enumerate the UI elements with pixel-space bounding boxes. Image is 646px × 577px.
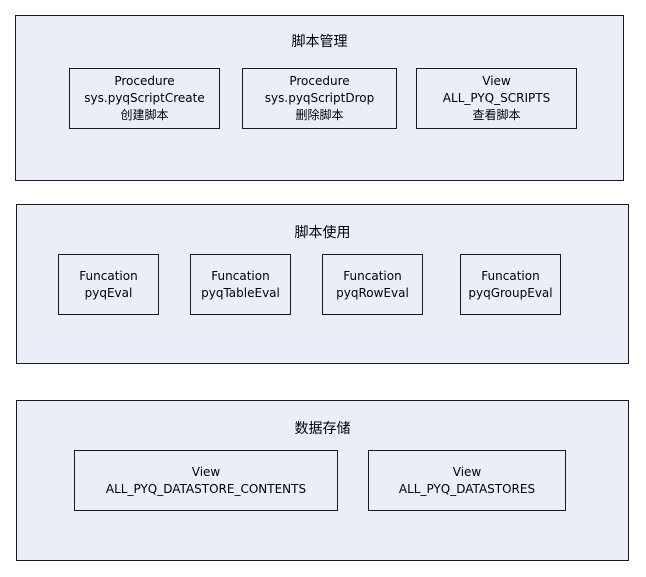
- pyq-eval-box: Funcation pyqEval: [58, 254, 159, 315]
- box-line: sys.pyqScriptDrop: [264, 91, 375, 105]
- pyq-table-eval-box: Funcation pyqTableEval: [190, 254, 291, 315]
- panel-title: 脚本使用: [294, 225, 351, 241]
- box-line: View: [452, 464, 482, 479]
- box-line: Funcation: [211, 268, 270, 283]
- box-line: ALL_PYQ_DATASTORES: [398, 481, 536, 496]
- data-storage-panel: 数据存储 View ALL_PYQ_DATASTORE_CONTENTS Vie…: [16, 400, 629, 561]
- panel-title: 数据存储: [294, 421, 351, 437]
- pyq-script-create-box: Procedure sys.pyqScriptCreate 创建脚本: [69, 68, 220, 129]
- all-pyq-datastore-contents-box: View ALL_PYQ_DATASTORE_CONTENTS: [74, 450, 338, 511]
- box-line: Funcation: [343, 268, 402, 283]
- panel-title: 脚本管理: [291, 34, 348, 50]
- box-line: View: [482, 74, 511, 88]
- pyq-group-eval-box: Funcation pyqGroupEval: [460, 254, 561, 315]
- all-pyq-scripts-box: View ALL_PYQ_SCRIPTS 查看脚本: [416, 68, 577, 129]
- box-line: 查看脚本: [472, 108, 521, 122]
- box-line: ALL_PYQ_DATASTORE_CONTENTS: [105, 481, 307, 496]
- script-usage-panel: 脚本使用 Funcation pyqEval Funcation pyqTabl…: [16, 204, 629, 364]
- box-line: Procedure: [289, 74, 350, 88]
- box-line: 创建脚本: [120, 108, 169, 122]
- box-line: pyqGroupEval: [468, 285, 553, 300]
- script-management-panel: 脚本管理 Procedure sys.pyqScriptCreate 创建脚本 …: [15, 15, 624, 181]
- box-line: ALL_PYQ_SCRIPTS: [442, 91, 551, 105]
- box-line: 删除脚本: [295, 108, 344, 122]
- box-line: pyqRowEval: [336, 285, 409, 300]
- box-line: Funcation: [79, 268, 138, 283]
- box-line: Funcation: [481, 268, 540, 283]
- pyq-script-drop-box: Procedure sys.pyqScriptDrop 删除脚本: [242, 68, 397, 129]
- box-line: pyqEval: [84, 285, 133, 300]
- box-line: pyqTableEval: [201, 285, 280, 300]
- box-line: View: [191, 464, 221, 479]
- box-line: Procedure: [114, 74, 175, 88]
- box-line: sys.pyqScriptCreate: [84, 91, 205, 105]
- all-pyq-datastores-box: View ALL_PYQ_DATASTORES: [368, 450, 566, 511]
- pyq-row-eval-box: Funcation pyqRowEval: [322, 254, 423, 315]
